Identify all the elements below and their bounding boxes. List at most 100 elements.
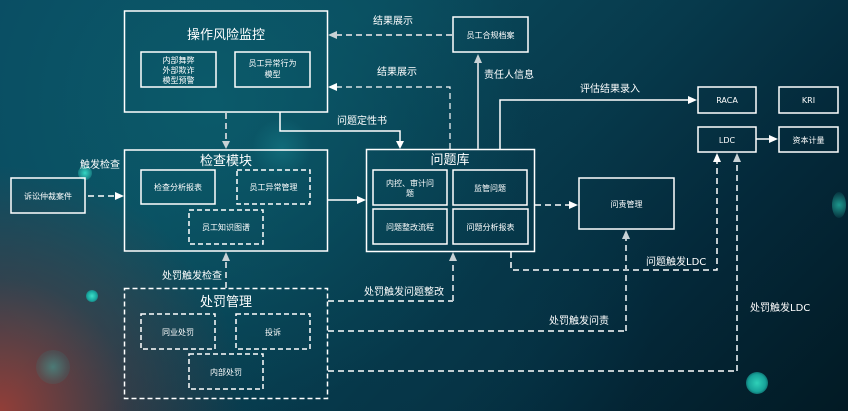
arrow-up-icon bbox=[222, 252, 230, 261]
edge-line bbox=[336, 86, 451, 149]
fraud-model-line-1: 内部舞弊 bbox=[163, 55, 195, 65]
ldc-label: LDC bbox=[719, 136, 736, 145]
regulatory-issues-box bbox=[452, 169, 528, 206]
edge-line bbox=[279, 112, 401, 142]
edge-penalty-trigger-ldc: 处罚触发LDC bbox=[328, 153, 810, 372]
edge-label-issue-trigger-ldc: 问题触发LDC bbox=[646, 255, 706, 268]
litigation-label: 诉讼仲裁案件 bbox=[24, 191, 72, 201]
node-ldc[interactable]: LDC bbox=[697, 126, 757, 153]
node-op-risk-monitor[interactable]: 操作风险监控 内部舞弊 外部欺诈 模型预警 员工异常行为 模型 bbox=[123, 10, 329, 113]
arrow-left-icon bbox=[328, 83, 337, 91]
node-complaints[interactable]: 投诉 bbox=[235, 313, 311, 350]
raca-box bbox=[697, 86, 757, 114]
edge-label-issue-qualification: 问题定性书 bbox=[337, 114, 387, 127]
node-accountability-mgmt[interactable]: 问责管理 bbox=[578, 177, 675, 230]
issue-analysis-box bbox=[452, 208, 529, 245]
arrow-up-icon bbox=[622, 230, 630, 239]
inspection-box bbox=[123, 149, 329, 252]
inspection-title: 检查模块 bbox=[200, 154, 252, 169]
node-internal-audit-issues[interactable]: 内控、审计问 题 bbox=[372, 169, 448, 206]
node-raca[interactable]: RACA bbox=[697, 86, 757, 114]
node-employee-compliance[interactable]: 员工合规档案 bbox=[452, 16, 529, 53]
edge-responsible-info: 责任人信息 bbox=[474, 54, 534, 149]
node-employee-abnormal-mgmt[interactable]: 员工异常管理 bbox=[236, 169, 311, 205]
edge-line bbox=[499, 99, 689, 149]
accountability-box bbox=[578, 177, 675, 230]
edge-label-result-display-1: 结果展示 bbox=[373, 14, 413, 27]
edge-issue-qualification: 问题定性书 bbox=[279, 112, 404, 149]
arrow-up-icon bbox=[474, 54, 482, 63]
knowledge-graph-box bbox=[188, 209, 264, 245]
complaints-box bbox=[235, 313, 311, 350]
abnormal-behavior-box bbox=[234, 51, 311, 88]
edge-monitor-to-inspection bbox=[222, 113, 230, 149]
fraud-model-line-2: 外部欺诈 bbox=[163, 65, 195, 75]
op-risk-box bbox=[123, 10, 329, 113]
edge-penalty-trigger-rectification: 处罚触发问题整改 bbox=[328, 252, 457, 302]
capital-label: 资本计量 bbox=[793, 135, 825, 145]
node-issue-analysis-report[interactable]: 问题分析报表 bbox=[452, 208, 529, 245]
inspection-report-box bbox=[140, 169, 216, 205]
node-internal-penalty[interactable]: 内部处罚 bbox=[188, 353, 264, 390]
node-abnormal-behavior-model[interactable]: 员工异常行为 模型 bbox=[234, 51, 311, 88]
litigation-box bbox=[10, 177, 86, 214]
node-issue-library[interactable]: 问题库 内控、审计问 题 监管问题 问题整改流程 问题分析报表 bbox=[365, 148, 536, 253]
arrow-right-icon bbox=[569, 201, 578, 209]
node-inspection-report[interactable]: 检查分析报表 bbox=[140, 169, 216, 205]
edge-result-display-2: 结果展示 bbox=[328, 65, 451, 149]
fraud-model-box bbox=[140, 51, 217, 88]
node-litigation-cases[interactable]: 诉讼仲裁案件 bbox=[10, 177, 86, 214]
internal-audit-box bbox=[372, 169, 448, 206]
edge-label-penalty-trigger-ldc: 处罚触发LDC bbox=[750, 301, 810, 314]
arrow-right-icon bbox=[115, 192, 124, 200]
internal-penalty-label: 内部处罚 bbox=[210, 367, 242, 377]
peer-penalty-box bbox=[140, 313, 216, 350]
raca-label: RACA bbox=[716, 96, 738, 105]
edge-issue-trigger-ldc: 问题触发LDC bbox=[510, 153, 721, 271]
issue-rectification-label: 问题整改流程 bbox=[386, 222, 434, 232]
node-inspection-module[interactable]: 检查模块 检查分析报表 员工异常管理 员工知识图谱 bbox=[123, 149, 329, 252]
edge-label-penalty-trigger-accountability: 处罚触发问责 bbox=[549, 314, 609, 327]
edge-penalty-trigger-inspection: 处罚触发检查 bbox=[162, 252, 230, 288]
arrow-right-icon bbox=[357, 196, 366, 204]
issue-library-title: 问题库 bbox=[430, 152, 469, 168]
arrow-left-icon bbox=[328, 31, 337, 39]
edge-label-assessment-entry: 评估结果录入 bbox=[580, 82, 640, 95]
kri-box bbox=[778, 86, 839, 114]
penalty-box bbox=[123, 287, 329, 400]
edge-label-penalty-trigger-inspection: 处罚触发检查 bbox=[162, 269, 222, 282]
employee-abnormal-mgmt-label: 员工异常管理 bbox=[250, 182, 298, 192]
employee-compliance-box bbox=[452, 16, 529, 53]
arrow-down-icon bbox=[222, 141, 230, 149]
arrow-up-icon bbox=[449, 252, 457, 261]
issue-rectification-box bbox=[372, 208, 448, 245]
edge-ldc-to-capital bbox=[756, 135, 778, 143]
internal-audit-line-2: 题 bbox=[406, 189, 414, 198]
edge-result-display-1: 结果展示 bbox=[328, 14, 452, 39]
arrow-up-icon bbox=[713, 153, 721, 162]
node-penalty-mgmt[interactable]: 处罚管理 同业处罚 投诉 内部处罚 bbox=[123, 287, 329, 400]
arrow-down-icon bbox=[396, 141, 404, 149]
node-regulatory-issues[interactable]: 监管问题 bbox=[452, 169, 528, 206]
node-employee-knowledge-graph[interactable]: 员工知识图谱 bbox=[188, 209, 264, 245]
employee-abnormal-mgmt-box bbox=[236, 169, 311, 205]
node-peer-penalty[interactable]: 同业处罚 bbox=[140, 313, 216, 350]
node-issue-rectification[interactable]: 问题整改流程 bbox=[372, 208, 448, 245]
edge-line bbox=[510, 161, 718, 271]
inspection-report-label: 检查分析报表 bbox=[154, 182, 202, 192]
edge-assessment-entry: 评估结果录入 bbox=[499, 82, 697, 149]
node-fraud-model[interactable]: 内部舞弊 外部欺诈 模型预警 bbox=[140, 51, 217, 88]
regulatory-issues-label: 监管问题 bbox=[474, 183, 506, 193]
edge-label-responsible-info: 责任人信息 bbox=[484, 68, 534, 81]
fraud-model-line-3: 模型预警 bbox=[163, 75, 195, 85]
op-risk-title: 操作风险监控 bbox=[187, 27, 265, 43]
issue-library-box bbox=[365, 148, 536, 253]
edge-inspection-to-issues bbox=[328, 196, 366, 204]
node-kri[interactable]: KRI bbox=[778, 86, 839, 114]
accountability-label: 问责管理 bbox=[611, 199, 643, 209]
node-capital-measurement[interactable]: 资本计量 bbox=[778, 126, 839, 153]
penalty-title: 处罚管理 bbox=[200, 295, 252, 310]
internal-audit-line-1: 内控、审计问 bbox=[386, 178, 434, 188]
edge-label-result-display-2: 结果展示 bbox=[377, 65, 417, 78]
